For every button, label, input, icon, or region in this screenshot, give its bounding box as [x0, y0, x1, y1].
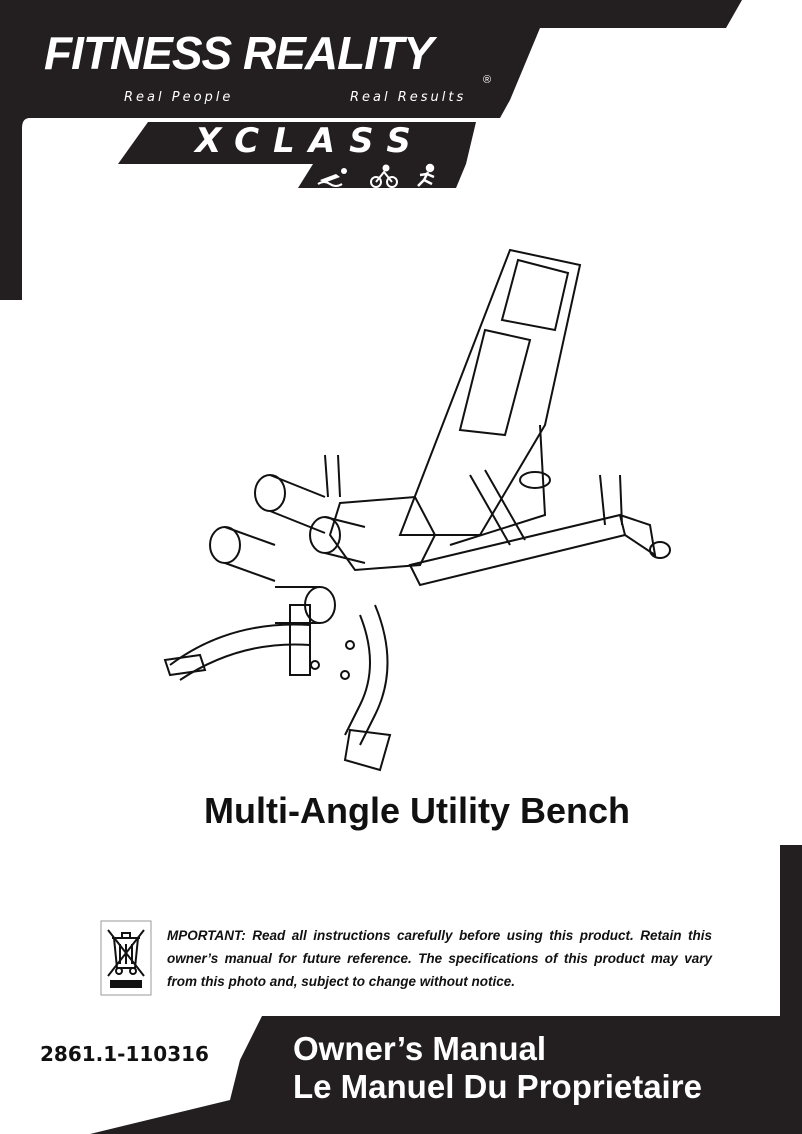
model-number: 2861.1-110316	[40, 1042, 209, 1066]
runner-icon	[417, 163, 435, 187]
brand-tagline-left: Real People	[124, 90, 234, 105]
manual-title: Owner’s Manual Le Manuel Du Proprietaire	[293, 1030, 702, 1106]
swimmer-icon	[317, 168, 347, 187]
bench-illustration	[163, 248, 671, 772]
brand-tagline-right: Real Results	[350, 90, 467, 105]
important-notice: MPORTANT: Read all instructions carefull…	[167, 928, 712, 989]
weee-crossed-bin-icon	[100, 920, 152, 996]
series-badge-label: XCLASS	[195, 121, 425, 161]
manual-title-en: Owner’s Manual	[293, 1030, 547, 1067]
manual-title-fr: Le Manuel Du Proprietaire	[293, 1068, 702, 1105]
xclass-badge	[118, 122, 476, 188]
product-title: Multi-Angle Utility Bench	[204, 790, 630, 831]
top-band	[0, 0, 742, 300]
registered-mark: ®	[483, 74, 492, 86]
bottom-band	[90, 845, 802, 1134]
brand-logo: FITNESS REALITY	[44, 27, 434, 79]
cyclist-icon	[370, 164, 398, 188]
